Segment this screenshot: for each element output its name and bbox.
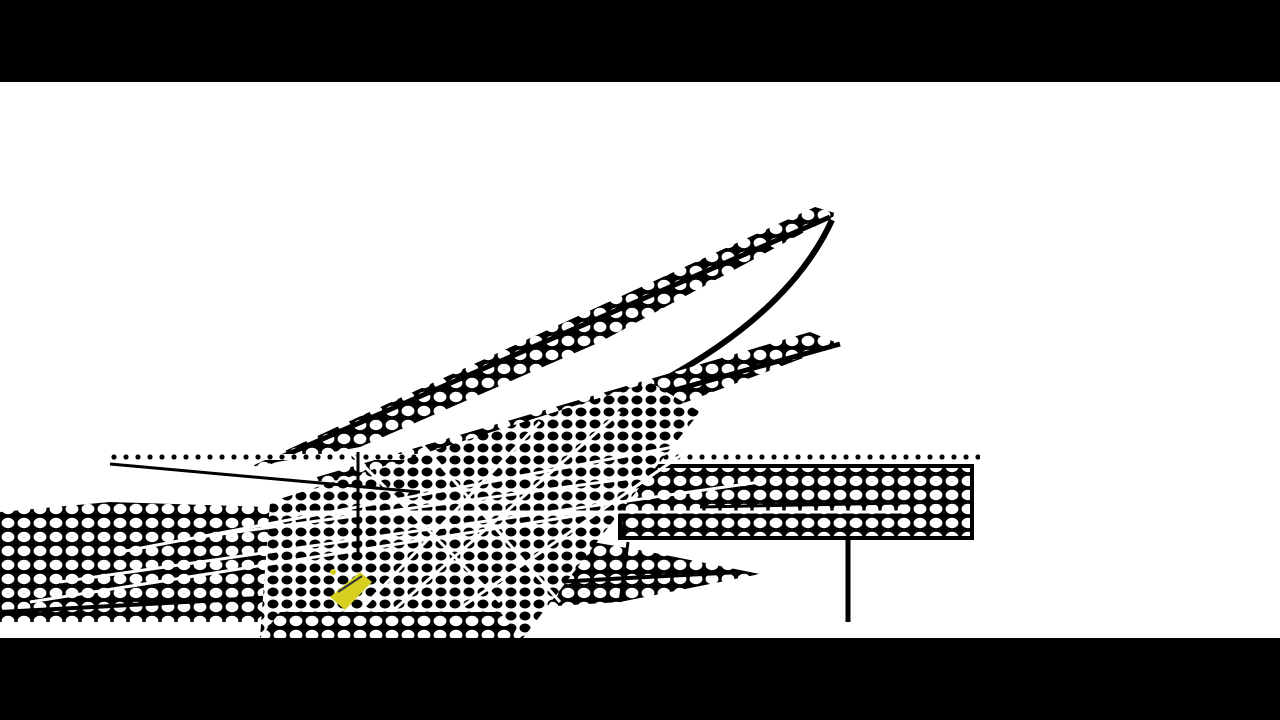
bottom-mound-shape bbox=[260, 612, 520, 638]
middle-wedge-shape bbox=[300, 332, 840, 482]
letterbox-bottom bbox=[0, 638, 1280, 720]
horizontal-bar bbox=[618, 464, 974, 540]
upper-curve-edge bbox=[658, 218, 835, 385]
upper-blade-shape bbox=[250, 207, 838, 467]
yellow-accent-tag bbox=[330, 569, 372, 610]
tangled-lines bbox=[29, 410, 900, 638]
letterbox-top bbox=[0, 0, 1280, 82]
upper-blade-edge bbox=[268, 214, 832, 465]
tangled-dark-lines bbox=[109, 452, 951, 603]
halftone-scene-svg bbox=[0, 207, 980, 638]
halftone-artwork bbox=[0, 82, 1280, 638]
